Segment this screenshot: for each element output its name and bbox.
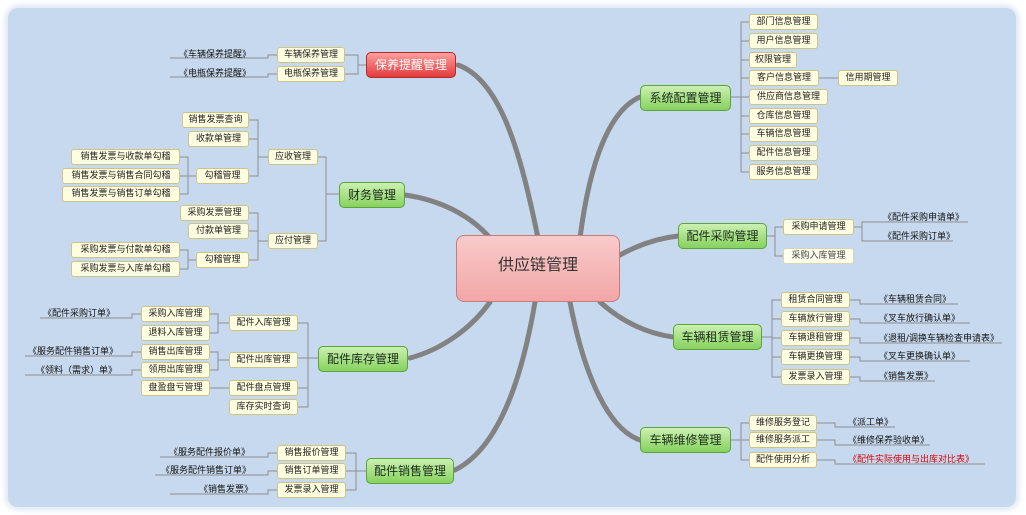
doc-vehicle-maintenance-reminder[interactable]: 《车辆保养提醒》 — [179, 49, 252, 60]
subtopic-battery-maintenance[interactable]: 电瓶保养管理 — [277, 66, 345, 82]
branch-xitong — [577, 94, 643, 241]
item-payable-matching[interactable]: 勾稽管理 — [196, 252, 249, 268]
topic-maintenance-reminder[interactable]: 保养提醒管理 — [366, 52, 456, 78]
subtopic-parts-usage-analysis[interactable]: 配件使用分析 — [749, 452, 817, 468]
subtopic-purchase-request[interactable]: 采购申请管理 — [783, 219, 854, 235]
doc-parts-usage-vs-outbound-report[interactable]: 《配件实际使用与出库对比表》 — [848, 454, 975, 465]
branch-zulin — [597, 299, 676, 340]
item-receivable-matching[interactable]: 勾稽管理 — [196, 168, 249, 184]
doc-lease-sales-invoice[interactable]: 《销售发票》 — [879, 371, 934, 382]
item-vehicle-info[interactable]: 车辆信息管理 — [749, 126, 818, 142]
item-supplier-info[interactable]: 供应商信息管理 — [749, 89, 828, 105]
subtopic-vehicle-maintenance[interactable]: 车辆保养管理 — [277, 47, 345, 63]
doc-sales-invoice[interactable]: 《销售发票》 — [199, 484, 254, 495]
topic-vehicle-leasing[interactable]: 车辆租赁管理 — [673, 324, 762, 350]
item-purchase-invoice-inbound-matching[interactable]: 采购发票与入库单勾稽 — [71, 261, 180, 277]
branch-xiaoshou — [452, 299, 538, 473]
topic-vehicle-maintenance[interactable]: 车辆维修管理 — [640, 427, 731, 453]
doc-vehicle-lease-contract[interactable]: 《车辆租赁合同》 — [879, 294, 952, 305]
item-service-info[interactable]: 服务信息管理 — [749, 164, 818, 180]
subtopic-parts-inbound[interactable]: 配件入库管理 — [229, 315, 298, 331]
subtopic-purchase-inbound[interactable]: 采购入库管理 — [783, 248, 854, 264]
central-topic[interactable]: 供应链管理 — [456, 235, 620, 302]
subtopic-lease-contract[interactable]: 租赁合同管理 — [781, 292, 850, 308]
doc-material-requisition[interactable]: 《领料（需求）单》 — [36, 365, 118, 376]
item-invoice-contract-matching[interactable]: 销售发票与销售合同勾稽 — [62, 168, 180, 184]
topic-parts-inventory[interactable]: 配件库存管理 — [318, 346, 408, 372]
subtopic-parts-stocktaking[interactable]: 配件盘点管理 — [229, 380, 298, 396]
item-payment-management[interactable]: 付款单管理 — [188, 223, 249, 239]
doc-maintenance-acceptance[interactable]: 《维修保养验收单》 — [848, 435, 930, 446]
branch-baoyang — [455, 62, 541, 241]
doc-service-parts-sales-order[interactable]: 《服务配件销售订单》 — [28, 346, 119, 357]
item-invoice-order-matching[interactable]: 销售发票与销售订单勾稽 — [62, 186, 180, 202]
item-invoice-receipt-matching[interactable]: 销售发票与收款单勾稽 — [71, 149, 180, 165]
item-purchase-invoice-management[interactable]: 采购发票管理 — [180, 205, 249, 221]
item-requisition-outbound[interactable]: 领用出库管理 — [141, 362, 210, 378]
item-sales-invoice-query[interactable]: 销售发票查询 — [182, 112, 249, 128]
item-return-inbound[interactable]: 退料入库管理 — [141, 325, 210, 341]
subtopic-invoice-entry[interactable]: 发票录入管理 — [277, 482, 346, 498]
item-inventory-gain-loss[interactable]: 盘盈盘亏管理 — [141, 380, 210, 396]
subtopic-parts-outbound[interactable]: 配件出库管理 — [229, 352, 298, 368]
subtopic-sales-order[interactable]: 销售订单管理 — [277, 463, 346, 479]
item-receipt-management[interactable]: 收款单管理 — [188, 131, 249, 147]
doc-return-exchange-inspection-request[interactable]: 《退租/调换车辆检查申请表》 — [879, 333, 1000, 344]
topic-parts-procurement[interactable]: 配件采购管理 — [678, 223, 767, 249]
item-customer-info[interactable]: 客户信息管理 — [749, 70, 819, 86]
subtopic-payables[interactable]: 应付管理 — [268, 233, 318, 249]
item-department-info[interactable]: 部门信息管理 — [749, 14, 818, 30]
topic-parts-sales[interactable]: 配件销售管理 — [366, 458, 454, 484]
branch-caigou — [617, 233, 681, 258]
topic-system-config[interactable]: 系统配置管理 — [640, 85, 731, 111]
subtopic-repair-dispatch[interactable]: 维修服务派工 — [749, 432, 817, 448]
doc-parts-purchase-order[interactable]: 《配件采购订单》 — [43, 308, 116, 319]
doc-service-parts-quotation[interactable]: 《服务配件报价单》 — [169, 447, 251, 458]
branch-kucun — [407, 299, 493, 361]
doc-service-parts-sales-order[interactable]: 《服务配件销售订单》 — [161, 465, 252, 476]
branch-weixiu — [567, 299, 643, 443]
subtopic-vehicle-return[interactable]: 车辆退租管理 — [781, 330, 850, 346]
item-permission[interactable]: 权限管理 — [749, 52, 797, 68]
doc-forklift-replacement-confirmation[interactable]: 《叉车更换确认单》 — [879, 351, 961, 362]
doc-parts-purchase-order[interactable]: 《配件采购订单》 — [883, 231, 956, 242]
item-parts-info[interactable]: 配件信息管理 — [749, 145, 818, 161]
item-credit-period[interactable]: 信用期管理 — [838, 70, 898, 86]
item-user-info[interactable]: 用户信息管理 — [749, 33, 818, 49]
item-purchase-inbound[interactable]: 采购入库管理 — [141, 306, 210, 322]
subtopic-repair-registration[interactable]: 维修服务登记 — [749, 415, 817, 431]
subtopic-sales-quotation[interactable]: 销售报价管理 — [277, 445, 346, 461]
doc-forklift-release-confirmation[interactable]: 《叉车放行确认单》 — [879, 313, 961, 324]
subtopic-realtime-inventory-query[interactable]: 库存实时查询 — [229, 399, 298, 415]
subtopic-vehicle-replacement[interactable]: 车辆更换管理 — [781, 349, 850, 365]
branch-caiwu — [402, 192, 493, 241]
item-warehouse-info[interactable]: 仓库信息管理 — [749, 108, 818, 124]
doc-parts-purchase-request[interactable]: 《配件采购申请单》 — [883, 212, 965, 223]
item-purchase-invoice-payment-matching[interactable]: 采购发票与付款单勾稽 — [71, 242, 180, 258]
subtopic-receivables[interactable]: 应收管理 — [268, 149, 318, 165]
subtopic-vehicle-release[interactable]: 车辆放行管理 — [781, 311, 850, 327]
doc-battery-maintenance-reminder[interactable]: 《电瓶保养提醒》 — [179, 68, 252, 79]
topic-finance[interactable]: 财务管理 — [339, 182, 405, 208]
doc-dispatch-order[interactable]: 《派工单》 — [848, 417, 894, 428]
subtopic-lease-invoice-entry[interactable]: 发票录入管理 — [781, 369, 850, 385]
item-sales-outbound[interactable]: 销售出库管理 — [141, 344, 210, 360]
